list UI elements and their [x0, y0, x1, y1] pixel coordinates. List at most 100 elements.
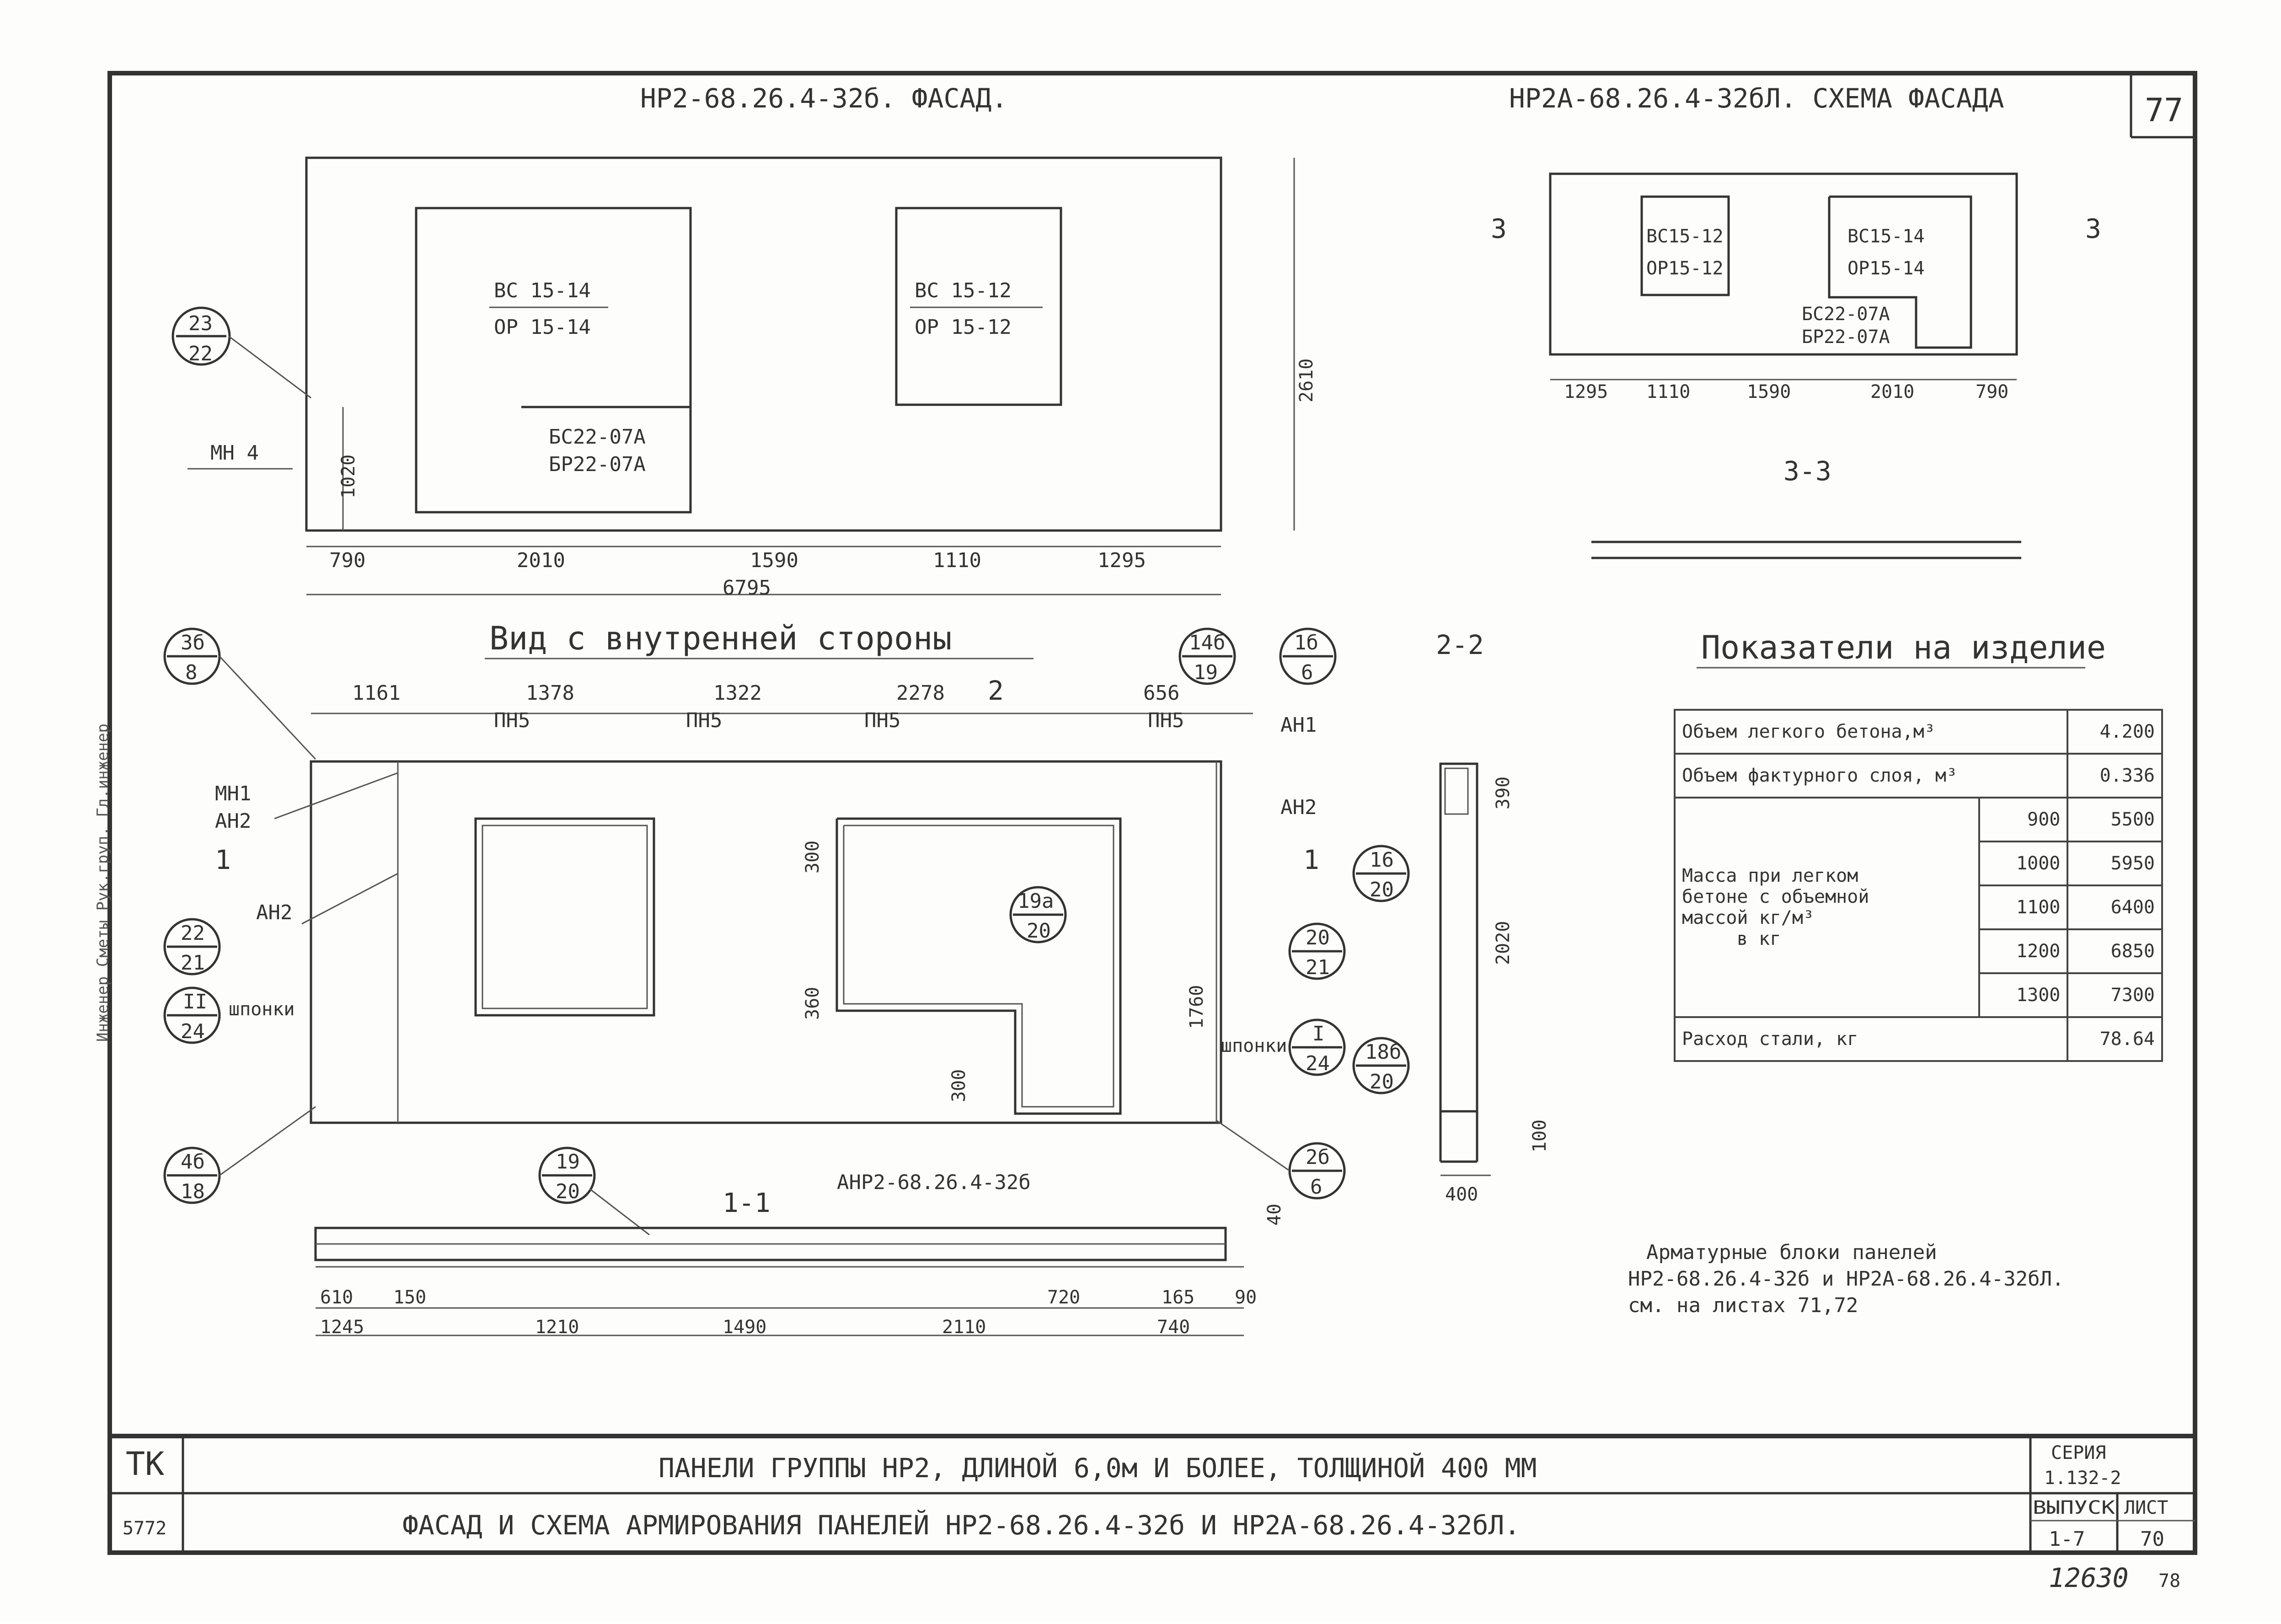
- margin-stamp: Инженер Сметы Рук.груп. Гл.инженер: [87, 540, 119, 1226]
- mark-19a-top: 19а: [1017, 890, 1054, 913]
- section-2-2-title: 2-2: [1436, 629, 1484, 660]
- label-an2-1: АН2: [215, 809, 251, 833]
- handwritten-number: 12630: [2049, 1562, 2129, 1593]
- facade-dim-3: 1590: [750, 549, 798, 572]
- facade-dim-5: 1295: [1098, 549, 1146, 572]
- scheme-opening-1-bottom: ОР15-12: [1646, 258, 1724, 279]
- mark-14b-top: 14б: [1189, 631, 1225, 654]
- inner-dim-5: 656: [1143, 681, 1179, 705]
- facade-title: НР2-68.26.4-32б. ФАСАД.: [640, 83, 1007, 114]
- facade-door-label-1: БС22-07А: [549, 425, 646, 449]
- mark-2b-bottom: 6: [1310, 1175, 1323, 1199]
- scheme-section-title: 3-3: [1783, 456, 1831, 487]
- table-row: 1100 6400: [1675, 884, 2163, 930]
- mass-value: 7300: [2067, 972, 2163, 1018]
- inner-side-dim-4: 1760: [1186, 985, 1207, 1029]
- mark-circle-18b: [1352, 1037, 1410, 1094]
- label-an2-2: АН2: [256, 901, 292, 924]
- mark-circle-1b: [1279, 627, 1337, 685]
- inner-view-outline: [310, 713, 1253, 1124]
- inner-view-title: Вид с внутренней стороны: [489, 620, 952, 657]
- mass-density: 1100: [1978, 884, 2069, 930]
- facade-embedded-label: МН 4: [210, 441, 259, 465]
- mark-1b-top: 1б: [1294, 631, 1318, 654]
- table-row: Объем фактурного слоя, м³ 0.336: [1673, 753, 2163, 799]
- margin-stamp-text: Инженер Сметы Рук.груп. Гл.инженер: [94, 724, 112, 1042]
- scheme-title: НР2А-68.26.4-32бЛ. СХЕМА ФАСАДА: [1509, 83, 2004, 114]
- mass-density: 1200: [1978, 928, 2069, 974]
- label-mn1: МН1: [215, 782, 251, 805]
- inner-side-dim-3: 300: [948, 1069, 969, 1102]
- series-label: СЕРИЯ: [2051, 1442, 2106, 1463]
- title-logo: ТК: [126, 1445, 164, 1483]
- scheme-opening-2-top: ВС15-14: [1847, 226, 1925, 247]
- facing-volume-value: 0.336: [2067, 753, 2163, 799]
- facade-dim-4: 1110: [933, 549, 981, 572]
- section-1-1-bottom-dim-1: 1245: [320, 1317, 364, 1338]
- table-row: 1200 6850: [1675, 928, 2163, 974]
- mass-density: 1000: [1978, 841, 2069, 886]
- loop-label-3: ПН5: [864, 709, 900, 732]
- mark-20-top: 20: [1306, 926, 1330, 949]
- section-1-1-top-dim-4: 165: [1162, 1287, 1194, 1308]
- concrete-volume-value: 4.200: [2067, 709, 2163, 755]
- scheme-dim-3: 1590: [1747, 381, 1791, 402]
- inner-dim-1: 1161: [352, 681, 401, 705]
- facade-opening-left-2: ОР 15-14: [494, 316, 591, 339]
- title-line-2: ФАСАД И СХЕМА АРМИРОВАНИЯ ПАНЕЛЕЙ НР2-68…: [402, 1509, 1520, 1541]
- mark-14b-bottom: 19: [1194, 661, 1218, 684]
- section-1-1-top-dim-2: 150: [393, 1287, 426, 1308]
- mark-4b-bottom: 18: [181, 1180, 205, 1203]
- steel-label: Расход стали, кг: [1673, 1016, 2069, 1062]
- mark-circle-19a: [1009, 886, 1067, 943]
- facade-height-sub-dim: 1020: [338, 455, 359, 498]
- title-block-frame: [110, 1434, 2195, 1553]
- label-an2-3: АН2: [1280, 796, 1317, 819]
- sheet-number: 77: [2145, 91, 2183, 129]
- handwritten-small: 78: [2158, 1570, 2180, 1592]
- section-1-1-bottom-dim-3: 1490: [723, 1317, 766, 1338]
- series-value: 1.132-2: [2044, 1468, 2121, 1489]
- sheet-frame: [107, 71, 2197, 1555]
- note-line-2: НР2-68.26.4-32б и НР2А-68.26.4-32бЛ.: [1628, 1267, 2064, 1291]
- scheme-outline: [1549, 172, 2021, 559]
- section-1-1-top-dim-1: 610: [320, 1287, 353, 1308]
- section-1-1-subtitle: АНР2-68.26.4-32б: [837, 1171, 1031, 1194]
- facade-height-dim: 2610: [1296, 359, 1317, 402]
- table-title: Показатели на изделие: [1701, 629, 2106, 666]
- inner-side-dim-2: 360: [802, 987, 823, 1020]
- section-1-1-top-dim-3: 720: [1047, 1287, 1080, 1308]
- inner-arrow-label-left: 1: [215, 844, 231, 875]
- scheme-dim-1: 1295: [1564, 381, 1608, 402]
- indicators-table: Объем легкого бетона,м³ 4.200 Объем факт…: [1673, 709, 2163, 1062]
- mass-value: 6400: [2067, 884, 2163, 930]
- mass-density: 900: [1978, 797, 2069, 842]
- mark-18b-top: 18б: [1365, 1040, 1401, 1064]
- table-row: Расход стали, кг 78.64: [1673, 1016, 2163, 1062]
- concrete-volume-label: Объем легкого бетона,м³: [1673, 709, 2069, 755]
- inner-dim-2: 1378: [526, 681, 574, 705]
- mark-circle-14b: [1178, 627, 1236, 685]
- section-2-2-dim-2: 2020: [1493, 921, 1514, 965]
- mass-label-cell: Масса при легком бетоне с объемной массо…: [1674, 797, 1980, 1018]
- section-2-2-dim-3: 100: [1529, 1120, 1550, 1152]
- table-row: 1000 5950: [1675, 841, 2163, 886]
- issue-value: 1-7: [2049, 1528, 2085, 1551]
- facade-outline: [305, 156, 1295, 595]
- title-line-1: ПАНЕЛИ ГРУППЫ НР2, ДЛИНОЙ 6,0м И БОЛЕЕ, …: [659, 1452, 1537, 1484]
- scheme-opening-2-bottom: ОР15-14: [1847, 258, 1925, 279]
- section-1-1-title: 1-1: [723, 1187, 771, 1218]
- section-1-1-side-dim: 40: [1264, 1204, 1285, 1226]
- loop-label-2: ПН5: [686, 709, 722, 732]
- note-line-1: Арматурные блоки панелей: [1646, 1241, 1937, 1264]
- scheme-door-top: БС22-07А: [1802, 304, 1890, 325]
- mark-2b-top: 2б: [1306, 1146, 1330, 1169]
- mark-3b-top: 3б: [181, 631, 205, 654]
- facade-dim-2: 2010: [517, 549, 565, 572]
- section-2-2-width: 400: [1445, 1184, 1478, 1205]
- mass-label-line-1: Масса при легком: [1682, 865, 1858, 886]
- mass-density: 1300: [1978, 972, 2069, 1018]
- section-2-2-outline: [1439, 762, 1491, 1176]
